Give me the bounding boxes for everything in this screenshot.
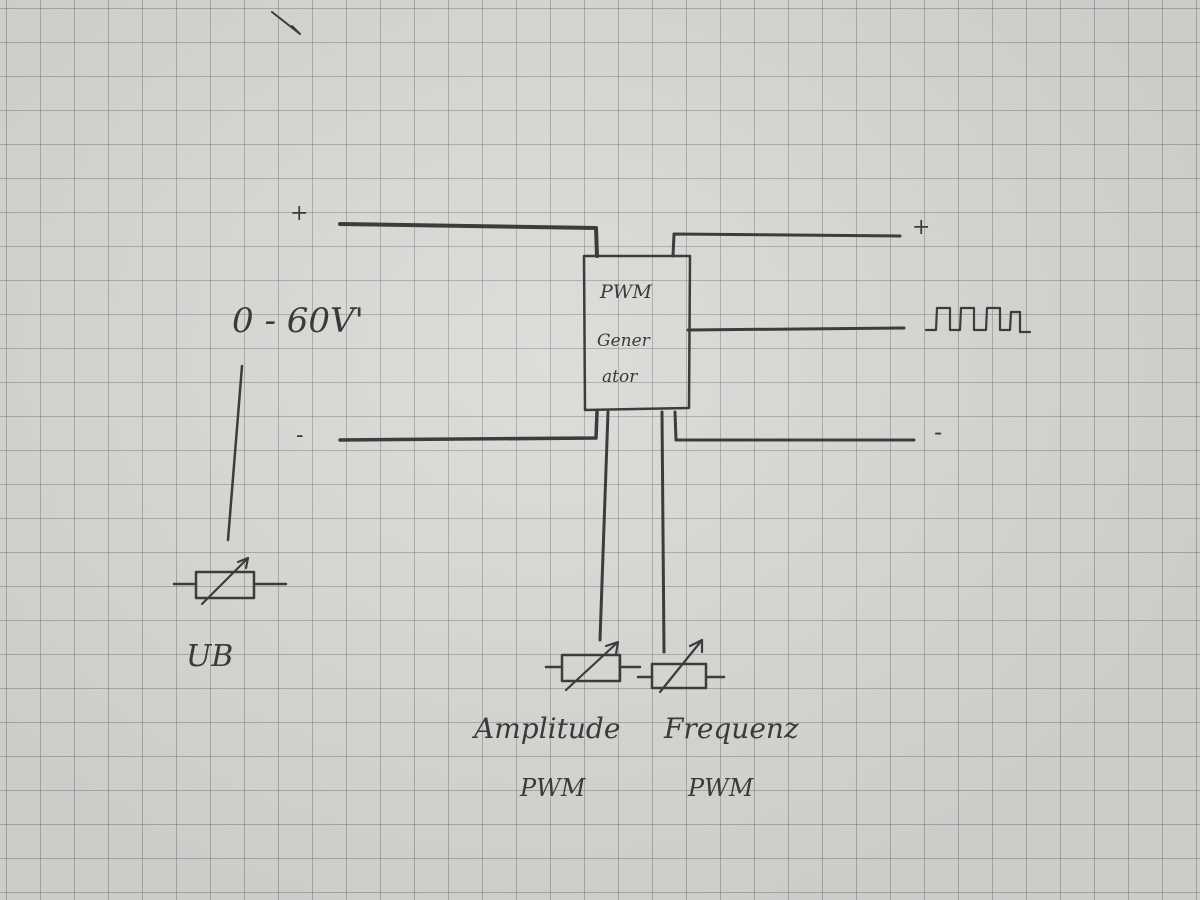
pwm-generator-block — [582, 254, 692, 412]
output-positive-wire — [671, 232, 902, 258]
amplitude-pwm-label: PWM — [519, 774, 587, 802]
square-wave-symbol — [924, 306, 1032, 334]
input-minus-sign: - — [296, 423, 303, 448]
output-minus-sign: - — [934, 418, 942, 446]
block-label-ator: ator — [602, 367, 638, 387]
output-plus-sign: + — [912, 215, 930, 240]
supply-potentiometer — [172, 556, 288, 606]
stray-pencil-mark — [271, 11, 301, 35]
frequency-potentiometer — [636, 638, 726, 694]
amplitude-potentiometer — [544, 640, 642, 692]
amplitude-control-wire — [598, 410, 610, 642]
supply-control-wire — [226, 364, 244, 542]
frequency-label: Frequenz — [663, 712, 799, 745]
output-negative-wire — [673, 410, 916, 442]
frequency-pwm-label: PWM — [687, 774, 755, 802]
supply-voltage-label: 0 - 60V' — [232, 301, 364, 341]
output-signal-wire — [686, 326, 906, 332]
block-label-pwm: PWM — [599, 281, 652, 303]
amplitude-label: Amplitude — [471, 712, 620, 745]
block-label-gener: Gener — [597, 331, 651, 351]
input-plus-sign: + — [290, 201, 308, 226]
input-negative-wire — [338, 410, 599, 442]
frequency-control-wire — [660, 410, 666, 654]
supply-potentiometer-label: UB — [186, 639, 233, 674]
input-positive-wire — [338, 222, 599, 258]
